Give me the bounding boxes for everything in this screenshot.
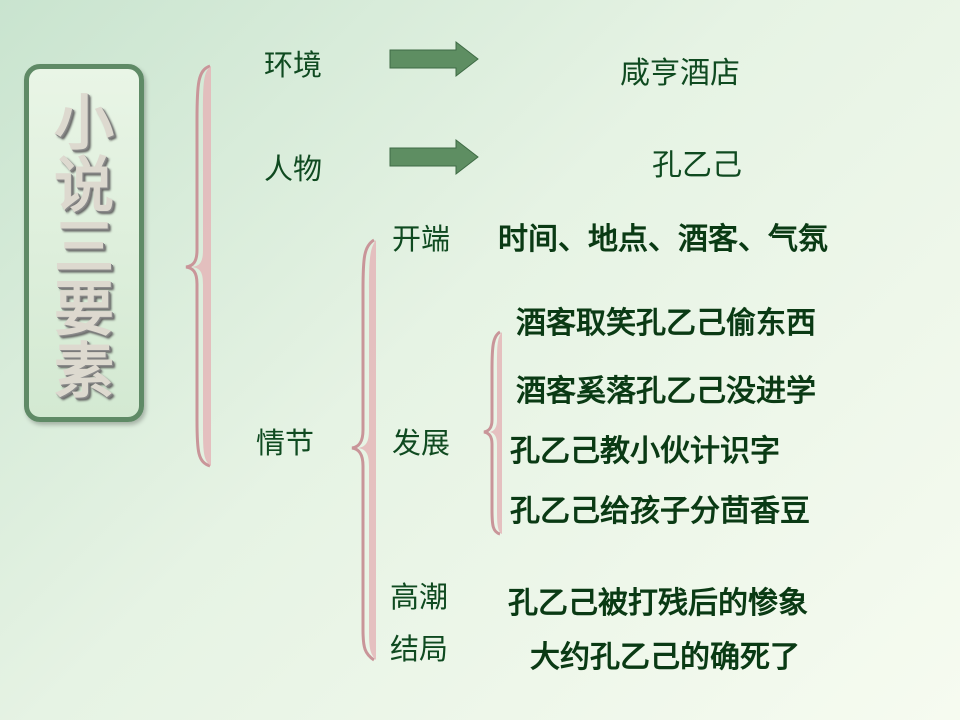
ending-value: 大约孔乙己的确死了 <box>530 640 800 675</box>
plot-brace <box>351 238 375 662</box>
development-item: 酒客取笑孔乙己偷东西 <box>516 306 816 341</box>
climax-label: 高潮 <box>390 580 449 614</box>
title-char-5: 素 <box>54 337 114 407</box>
beginning-label: 开端 <box>392 222 451 256</box>
development-item: 酒客奚落孔乙己没进学 <box>516 374 816 409</box>
climax-value: 孔乙己被打残后的惨象 <box>508 586 808 621</box>
development-label: 发展 <box>392 426 451 460</box>
character-value: 孔乙己 <box>652 148 742 183</box>
environment-label: 环境 <box>264 48 323 82</box>
title-char-4: 要 <box>54 275 114 345</box>
development-item: 孔乙己给孩子分茴香豆 <box>510 494 810 529</box>
main-brace <box>185 64 211 468</box>
title-box: 小 说 三 要 素 <box>24 64 144 422</box>
development-item: 孔乙己教小伙计识字 <box>510 434 780 469</box>
title-char-3: 三 <box>54 213 114 283</box>
title-char-2: 说 <box>54 151 114 221</box>
title-char-1: 小 <box>54 89 114 159</box>
arrow-environment <box>389 40 479 78</box>
environment-value: 咸亨酒店 <box>620 56 740 91</box>
plot-label: 情节 <box>256 426 315 460</box>
arrow-character <box>389 138 479 176</box>
character-label: 人物 <box>264 152 323 186</box>
development-brace <box>483 330 501 536</box>
beginning-value: 时间、地点、酒客、气氛 <box>498 222 828 257</box>
ending-label: 结局 <box>390 632 449 666</box>
